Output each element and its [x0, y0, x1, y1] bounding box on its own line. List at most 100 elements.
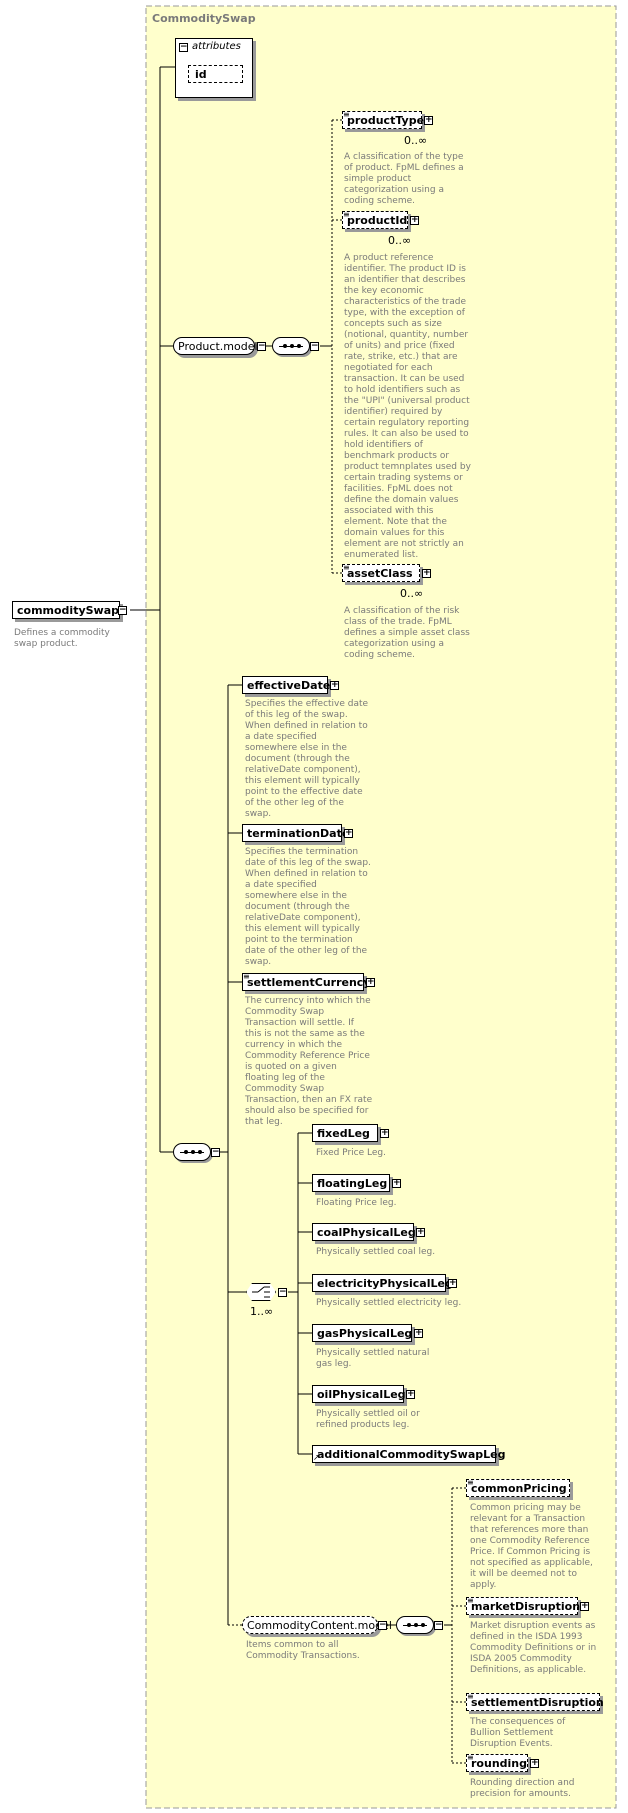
collapse-icon[interactable]: − — [118, 605, 127, 615]
element-description: A classification of the risk class of th… — [344, 606, 470, 660]
expand-icon[interactable]: + — [344, 828, 353, 838]
sequence-compositor-icon — [173, 1143, 211, 1161]
leg-floating[interactable]: floatingLeg — [312, 1174, 390, 1192]
expand-icon[interactable]: + — [424, 115, 433, 125]
collapse-icon[interactable]: − — [257, 341, 266, 351]
product-model-label: Product.model — [178, 340, 258, 353]
leg-oil-physical[interactable]: oilPhysicalLeg — [312, 1385, 406, 1403]
expand-icon[interactable]: + — [410, 215, 419, 225]
element-effective-date[interactable]: effectiveDate — [242, 676, 331, 694]
multiplicity-icon: ≡ — [467, 1596, 474, 1605]
cardinality: 0..∞ — [388, 234, 412, 247]
expand-icon[interactable]: + — [530, 1758, 539, 1768]
collapse-icon[interactable]: − — [278, 1287, 287, 1297]
element-asset-class[interactable]: assetClass — [342, 564, 420, 582]
multiplicity-icon: ≡ — [343, 110, 350, 119]
element-product-type[interactable]: productType — [342, 111, 425, 129]
choice-compositor-icon — [246, 1283, 276, 1301]
element-label: oilPhysicalLeg — [317, 1388, 406, 1401]
element-label: marketDisruption — [471, 1600, 581, 1613]
collapse-icon[interactable]: − — [211, 1147, 220, 1157]
expand-icon[interactable]: + — [414, 1328, 423, 1338]
element-description: Physically settled oil or refined produc… — [316, 1409, 420, 1430]
element-label: gasPhysicalLeg — [317, 1327, 413, 1340]
element-label: coalPhysicalLeg — [317, 1226, 416, 1239]
element-label: terminationDate — [247, 827, 350, 840]
cardinality: 1..∞ — [250, 1305, 274, 1318]
expand-icon[interactable]: + — [330, 680, 339, 690]
multiplicity-icon: ≡ — [343, 563, 350, 572]
element-product-id[interactable]: productId — [342, 211, 408, 229]
root-element-label: commoditySwap — [17, 604, 120, 617]
attributes-header: attributes — [192, 41, 241, 52]
element-label: productType — [347, 114, 425, 127]
substitution-icon: ↗ — [313, 1453, 320, 1462]
element-label: assetClass — [347, 567, 413, 580]
expand-icon[interactable]: + — [366, 977, 375, 987]
element-description: Common pricing may be relevant for a Tra… — [470, 1503, 593, 1590]
element-settlement-currency[interactable]: settlementCurrency — [242, 973, 371, 991]
element-description: Physically settled electricity leg. — [316, 1298, 462, 1308]
sequence-compositor-icon — [396, 1616, 434, 1634]
element-description: Fixed Price Leg. — [316, 1148, 386, 1158]
element-rounding[interactable]: rounding — [466, 1754, 528, 1772]
group-description: Items common to all Commodity Transactio… — [246, 1640, 360, 1661]
expand-icon[interactable]: + — [406, 1389, 415, 1399]
element-market-disruption[interactable]: marketDisruption — [466, 1597, 581, 1615]
element-label: productId — [347, 214, 408, 227]
multiplicity-icon: ≡ — [343, 210, 350, 219]
element-label: fixedLeg — [317, 1127, 370, 1140]
element-description: Market disruption events as defined in t… — [470, 1621, 597, 1675]
element-label: effectiveDate — [247, 679, 331, 692]
attribute-id[interactable]: id — [188, 65, 243, 83]
collapse-icon[interactable]: − — [434, 1620, 443, 1630]
expand-icon[interactable]: + — [580, 1601, 589, 1611]
expand-icon[interactable]: + — [380, 1128, 389, 1138]
collapse-icon[interactable]: − — [310, 341, 319, 351]
expand-icon[interactable]: + — [422, 568, 431, 578]
element-description: The currency into which the Commodity Sw… — [245, 996, 373, 1127]
container-title: CommoditySwap — [152, 12, 256, 25]
element-label: settlementCurrency — [247, 976, 371, 989]
element-label: settlementDisruption — [471, 1696, 604, 1709]
commodity-content-model-label: CommodityContent.model — [247, 1619, 392, 1632]
element-description: A classification of the type of product.… — [344, 152, 464, 206]
element-common-pricing[interactable]: commonPricing — [466, 1479, 570, 1497]
leg-electricity-physical[interactable]: electricityPhysicalLeg — [312, 1274, 453, 1292]
element-description: Rounding direction and precision for amo… — [470, 1778, 575, 1799]
collapse-icon[interactable]: − — [378, 1620, 387, 1630]
element-description: Physically settled coal leg. — [316, 1247, 436, 1257]
leg-additional-commodity-swap[interactable]: additionalCommoditySwapLeg — [312, 1445, 505, 1463]
element-description: Floating Price leg. — [316, 1198, 397, 1208]
element-description: A product reference identifier. The prod… — [344, 253, 471, 560]
element-termination-date[interactable]: terminationDate — [242, 824, 349, 842]
element-label: rounding — [471, 1757, 527, 1770]
multiplicity-icon: ≡ — [243, 972, 250, 981]
element-description: The consequences of Bullion Settlement D… — [470, 1717, 566, 1749]
element-label: electricityPhysicalLeg — [317, 1277, 453, 1290]
root-description: Defines a commodity swap product. — [14, 628, 110, 649]
expand-icon[interactable]: + — [448, 1278, 457, 1288]
element-label: additionalCommoditySwapLeg — [317, 1448, 506, 1461]
product-model-group[interactable]: Product.model — [173, 337, 258, 355]
expand-icon[interactable]: + — [416, 1227, 425, 1237]
element-label: floatingLeg — [317, 1177, 388, 1190]
leg-coal-physical[interactable]: coalPhysicalLeg — [312, 1223, 416, 1241]
element-description: Physically settled natural gas leg. — [316, 1348, 430, 1369]
commodity-content-model-group[interactable]: CommodityContent.model — [242, 1616, 392, 1634]
element-settlement-disruption[interactable]: settlementDisruption — [466, 1693, 604, 1711]
multiplicity-icon: ≡ — [467, 1753, 474, 1762]
multiplicity-icon: ≡ — [467, 1692, 474, 1701]
multiplicity-icon: ≡ — [467, 1478, 474, 1487]
cardinality: 0..∞ — [404, 134, 428, 147]
element-description: Specifies the termination date of this l… — [245, 847, 371, 967]
leg-gas-physical[interactable]: gasPhysicalLeg — [312, 1324, 412, 1342]
collapse-icon[interactable]: − — [179, 42, 188, 52]
root-element[interactable]: commoditySwap — [12, 601, 120, 619]
element-label: commonPricing — [471, 1482, 567, 1495]
expand-icon[interactable]: + — [392, 1178, 401, 1188]
leg-fixed[interactable]: fixedLeg — [312, 1124, 378, 1142]
sequence-compositor-icon — [272, 337, 310, 355]
element-description: Specifies the effective date of this leg… — [245, 699, 369, 819]
